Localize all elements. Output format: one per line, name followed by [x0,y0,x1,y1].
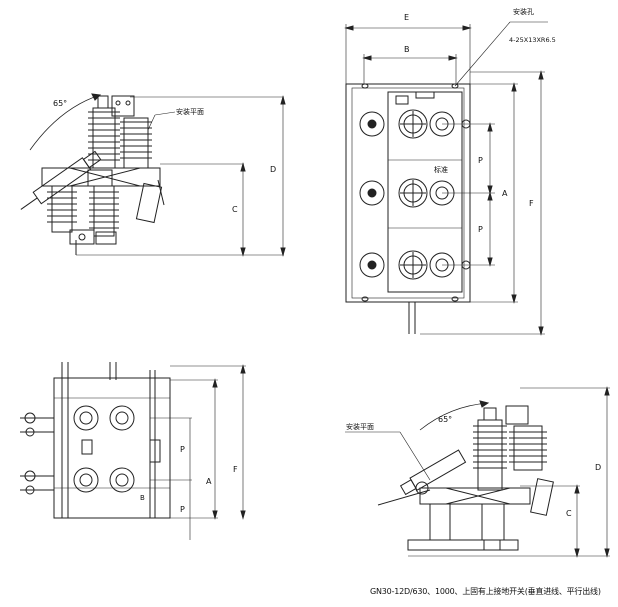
insulator-stack-left [88,95,120,169]
side-view-bottom [345,386,610,558]
dim-b-front: B [404,45,410,54]
angle-label: 65° [53,99,67,108]
dim-b-small: B [140,494,145,502]
front-view-small [20,362,246,540]
dim-d-bottom: D [595,463,601,472]
side-view-top: 65° [20,93,286,257]
center-mark-label: 标准 [434,165,448,174]
dim-p2-front: P [478,225,483,234]
mounting-plane-label-bottom: 安装平面 [346,422,374,431]
small-bushing-lower [20,470,54,495]
dim-a-front: A [502,189,508,198]
dim-c-top: C [232,205,238,214]
lower-insulator-right [89,185,119,237]
mounting-hole-label: 安装孔 [513,7,534,16]
bottom-insulator-center [473,407,507,491]
dim-f-front: F [529,199,534,208]
dim-e-front: E [404,13,409,22]
angle-arc [29,94,101,151]
front-view [344,21,548,336]
dim-p1-small: P [180,445,185,454]
angle-arrow [91,93,102,101]
bottom-insulator-right [505,405,547,471]
angle-label-bottom: 65° [438,415,452,424]
small-bushing-upper [20,412,54,437]
dim-a-small: A [206,477,212,486]
front-left-column [359,111,385,278]
dim-c-bottom: C [566,509,572,518]
dim-d-top: D [270,165,276,174]
dim-p2-small: P [180,505,185,514]
phase-unit-1 [398,109,455,139]
figure-caption: GN30-12D/630、1000、上固有上接地开关(垂直进线、平行出线) [370,587,601,596]
dim-f-small: F [233,465,238,474]
mounting-plane-label-top: 安装平面 [176,107,204,116]
lower-insulator-left [47,185,77,233]
hole-spec-label: 4-25X13XR6.5 [509,36,556,44]
base-frame [41,167,161,187]
insulator-stack-right [111,95,152,169]
dim-p1-front: P [478,156,483,165]
